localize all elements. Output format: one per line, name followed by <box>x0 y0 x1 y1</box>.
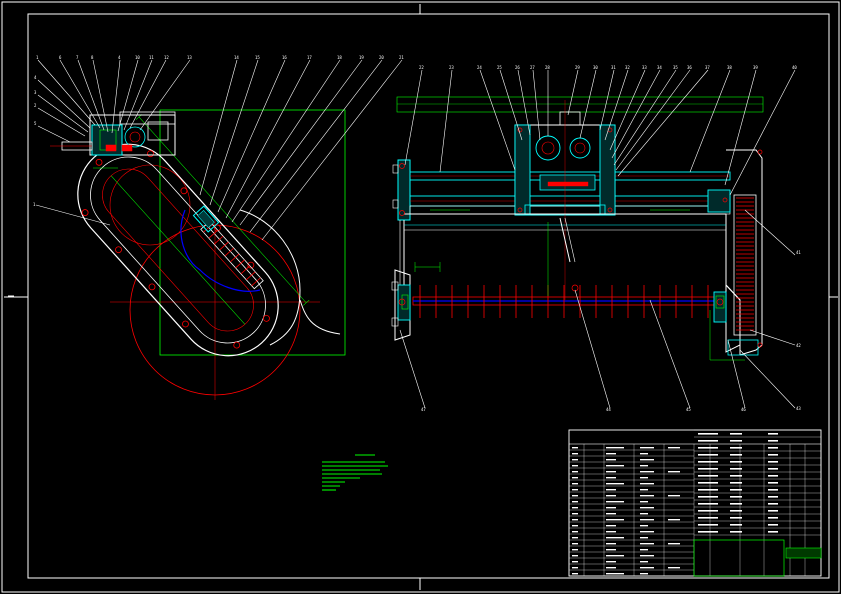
balloons-left: 4 3 2 5 1 <box>33 75 37 207</box>
balloon-label: 43 <box>796 406 801 411</box>
balloon-label: 26 <box>515 65 520 70</box>
balloon-label: 12 <box>164 55 169 60</box>
balloon-label: 16 <box>282 55 287 60</box>
arc-circle <box>109 164 191 246</box>
balloon-label: 19 <box>359 55 364 60</box>
gearbox-housing <box>50 111 176 169</box>
balloon-label: 45 <box>686 407 691 412</box>
balloon-label: 33 <box>642 65 647 70</box>
leader-lines-right <box>399 69 796 409</box>
balloon-label: 28 <box>545 65 550 70</box>
balloons-top-left: 1 6 7 8 4 10 11 12 13 14 15 16 17 18 19 … <box>36 55 404 60</box>
guide-curve <box>180 209 261 292</box>
balloon-label: 46 <box>741 407 746 412</box>
balloon-label: 36 <box>687 65 692 70</box>
balloon-label: 24 <box>477 65 482 70</box>
balloon-label: 27 <box>530 65 535 70</box>
side-view: 1 6 7 8 4 10 11 12 13 14 15 16 17 18 19 … <box>33 55 404 400</box>
balloon-label: 44 <box>606 407 611 412</box>
main-drum-housing <box>404 213 741 355</box>
balloon-label: 29 <box>575 65 580 70</box>
balloon-label: 17 <box>307 55 312 60</box>
balloon-label: 30 <box>593 65 598 70</box>
right-bearing-block <box>713 283 741 353</box>
title-block <box>568 429 822 577</box>
balloon-label: 10 <box>135 55 140 60</box>
balloon-label: 39 <box>753 65 758 70</box>
balloon-label: 11 <box>149 55 154 60</box>
balloons-bottom-right: 47 44 45 46 <box>421 407 746 412</box>
balloon-label: 32 <box>625 65 630 70</box>
balloon-label: 42 <box>796 343 801 348</box>
left-bearing-block <box>391 269 411 341</box>
balloon-label: 6 <box>59 55 62 60</box>
right-chain-panel <box>707 149 763 356</box>
balloon-label: 1 <box>36 55 39 60</box>
lower-tooth-shaft <box>412 285 724 318</box>
balloon-label: 18 <box>337 55 342 60</box>
balloon-label: 2 <box>34 103 37 108</box>
balloon-label: 4 <box>34 75 37 80</box>
balloon-label: 22 <box>419 65 424 70</box>
balloon-label: 8 <box>91 55 94 60</box>
balloons-right: 41 42 43 <box>796 250 801 411</box>
balloon-label: 23 <box>449 65 454 70</box>
balloon-label: 3 <box>34 90 37 95</box>
balloon-label: 40 <box>792 65 797 70</box>
balloon-label: 20 <box>379 55 384 60</box>
balloon-label: 1 <box>33 202 36 207</box>
balloon-label: 47 <box>421 407 426 412</box>
balloon-label: 13 <box>187 55 192 60</box>
balloon-label: 37 <box>705 65 710 70</box>
side-view-boundary <box>159 109 346 356</box>
balloons-top-right: 22 23 24 25 26 27 28 29 30 31 32 33 34 3… <box>419 65 797 70</box>
balloon-label: 7 <box>76 55 79 60</box>
balloon-label: 41 <box>796 250 801 255</box>
balloon-label: 25 <box>497 65 502 70</box>
leader-lines-left <box>35 59 403 241</box>
balloon-label: 31 <box>611 65 616 70</box>
balloon-label: 14 <box>234 55 239 60</box>
central-gearbox <box>514 100 616 300</box>
balloon-label: 4 <box>118 55 121 60</box>
front-view: 22 23 24 25 26 27 28 29 30 31 32 33 34 3… <box>391 65 801 412</box>
sweep-arc <box>239 209 301 346</box>
balloon-label: 21 <box>399 55 404 60</box>
balloon-label: 34 <box>657 65 662 70</box>
side-tooth-strip <box>200 220 264 290</box>
balloon-label: 5 <box>34 121 37 126</box>
balloon-label: 15 <box>255 55 260 60</box>
technical-notes-block <box>322 454 388 491</box>
balloon-label: 38 <box>727 65 732 70</box>
balloon-label: 35 <box>673 65 678 70</box>
